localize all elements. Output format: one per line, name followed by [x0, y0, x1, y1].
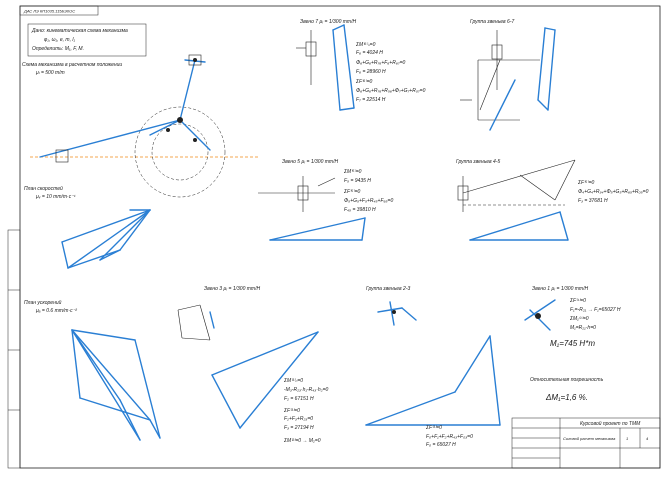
group45-eq2-result: F₃ = 37681 H [578, 198, 608, 204]
title-block-sheet-no: 1 [626, 436, 628, 441]
group45-scheme [457, 159, 576, 212]
error-title: Относительная погрешность [530, 377, 604, 383]
group67-force-polygon [460, 27, 556, 131]
link5-eq3-result: F₄₅ = 39810 H [344, 207, 376, 213]
link1-scheme [524, 299, 556, 331]
error-value: ΔM₁=1,6 %. [545, 393, 588, 402]
accel-plan-title: План ускорений [24, 299, 62, 306]
link3-eq3: ΣF⁽³⁾=0 [283, 408, 300, 414]
velocity-plan-scale: μᵥ = 10 mm/m·c⁻¹ [35, 194, 76, 200]
link3-eq1: ΣM⁽³⁾ₙ=0 [283, 378, 303, 384]
link5-title: Звено 5 μᵣ = 1/300 mm/H [282, 159, 338, 165]
binding-strip [7, 229, 21, 469]
link3-eq4: F₂+F₃+R₂₃=0 [284, 416, 313, 422]
group67-title: Группа звеньев 6-7 [470, 19, 514, 25]
link7-title: Звено 7 μᵣ = 1/300 mm/H [300, 19, 356, 25]
link7-eq2-result: F₆ = 28960 H [356, 69, 386, 75]
link7-eq2: Φ₆+G₆+R₇₆+F₆+R₆₇=0 [356, 60, 406, 66]
link3-eq4-result: F₃ = 27194 H [284, 425, 314, 431]
title-block [511, 417, 661, 469]
link1-eq4: M₁=R₂₁·h=0 [570, 325, 596, 331]
title-block-sheet-label: Силовой расчет механизма [563, 436, 616, 441]
link3-scheme [177, 304, 215, 341]
top-stamp [19, 5, 99, 16]
accel-plan-scale: μₐ = 0.6 mm/m·c⁻² [35, 308, 77, 314]
mechanism-title: Схема механизма в расчетном положении [22, 62, 122, 68]
mechanism-scheme [30, 54, 260, 198]
group23-scheme [377, 301, 417, 326]
group45-title: Группа звеньев 4-5 [456, 159, 500, 165]
link5-eq2: ΣF⁽⁵⁾=0 [343, 189, 361, 195]
link1-eq3: ΣM₁⁽¹⁾=0 [569, 316, 589, 322]
top-stamp-text: ДАС ЛЭ КП1035.115БЭ0ОС [23, 9, 75, 14]
link5-force-polygon [269, 217, 366, 241]
link5-eq1-result: F₅ = 9435 H [344, 178, 371, 184]
group45-eq1: ΣF⁽⁵⁾=0 [577, 180, 595, 186]
link3-eq2-result: F₂ = 67151 H [284, 396, 314, 402]
group45-force-polygon [469, 211, 569, 241]
title-block-sheets-total: 4 [646, 436, 649, 441]
group67-scheme [477, 30, 540, 121]
task-box [27, 23, 147, 57]
task-line3: Определить: M₁, F, M. [32, 46, 84, 52]
link7-eq4-result: F₇ = 22514 H [356, 97, 386, 103]
link7-eq1: ΣM⁽⁶⁾ₙ=0 [355, 42, 376, 48]
task-line1: Дано: кинематическая схема механизма [31, 28, 128, 34]
link7-eq1-result: F₆ = 4024 H [356, 50, 383, 56]
group23-eq2: F₀+F₁+F₂+R₄₃+F₀₃=0 [426, 434, 473, 440]
link5-eq3: Φ₅+G₅+F₅+R₄₅+F₆₅=0 [344, 198, 393, 204]
task-line2: φ₁, ω₁, e, m, l₁ [44, 37, 75, 43]
link3-title: Звено 3 μᵣ = 1/300 mm/H [204, 286, 260, 292]
link1-eq1: ΣF⁽¹⁾=0 [569, 298, 586, 304]
link3-eq2: -M₃-R₂₃·h₁-R₄₃·h₂=0 [284, 387, 329, 393]
link7-eq4: Φ₆+G₆+R₇₆+R₅₆+Φ₇+G₇+R₀₇=0 [356, 88, 426, 94]
link1-result: M₁=745 H*m [550, 339, 595, 348]
link3-force-polygon [211, 331, 319, 429]
link7-force-polygon [332, 24, 355, 111]
title-block-name: Курсовой проект по ТММ [580, 420, 641, 427]
link3-eq5: ΣM⁽²⁾=0 → M₂=0 [283, 438, 321, 444]
link1-eq2: F₁=-R₂₁ → F₁=65027 H [570, 307, 621, 313]
link1-title: Звено 1 μᵣ = 1/300 mm/H [532, 286, 588, 292]
link7-eq3: ΣF⁽⁶⁾=0 [355, 79, 373, 85]
link7-body [296, 30, 317, 85]
group23-eq2-result: F₀ = 65027 H [426, 442, 456, 448]
velocity-plan-title: План скоростей [24, 185, 63, 192]
link5-eq1: ΣM⁽⁵⁾=0 [343, 169, 362, 175]
group23-title: Группа звеньев 2-3 [366, 286, 410, 292]
group45-eq2: Φ₄+G₄+R₃₄+Φ₅+G₅+R₆₅+R₀₅=0 [578, 189, 649, 195]
link5-body [258, 176, 336, 212]
group23-eq1: ΣF⁽³⁾=0 [425, 425, 442, 431]
slider-block [55, 149, 69, 163]
group23-force-polygon [365, 335, 501, 426]
accel-plan [71, 329, 161, 441]
mechanism-scale: μₗ = 500 m/m [35, 70, 65, 76]
velocity-plan [61, 209, 151, 269]
